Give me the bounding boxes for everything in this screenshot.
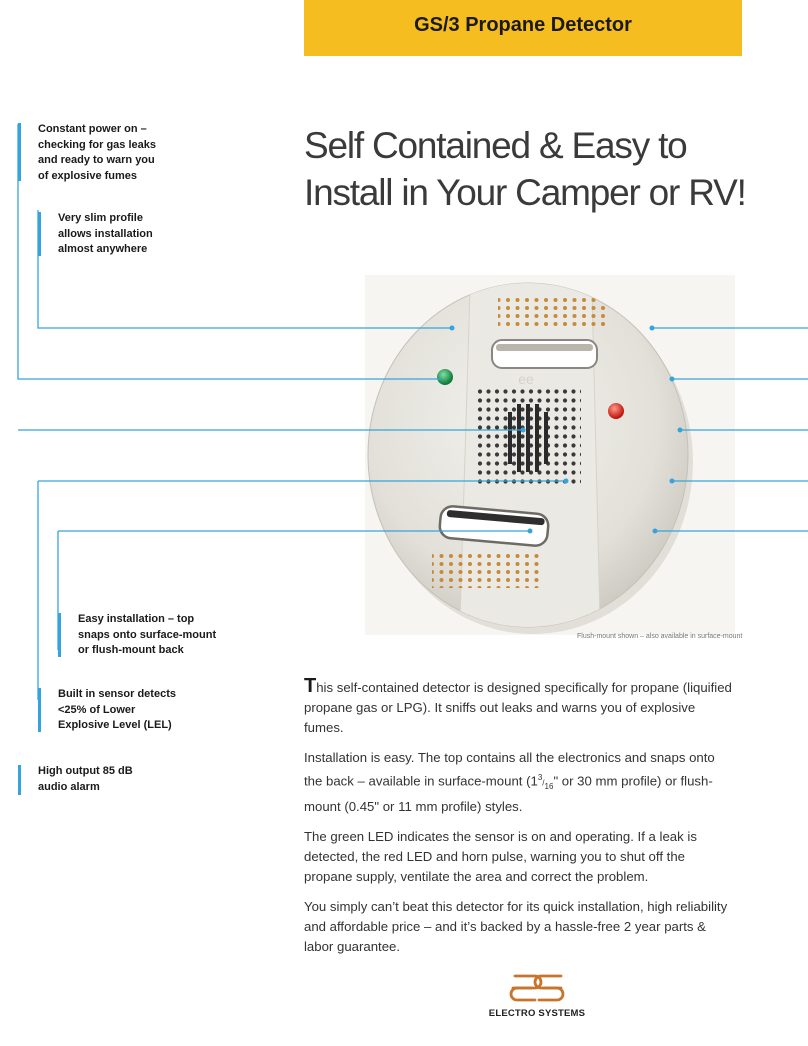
- logo-text: ELECTRO SYSTEMS: [488, 1008, 586, 1019]
- paragraph-text: his self-contained detector is designed …: [304, 680, 732, 735]
- headline: Self Contained & Easy to Install in Your…: [304, 122, 794, 216]
- paragraph-guarantee: You simply can’t beat this detector for …: [304, 899, 728, 955]
- callout-line: audio alarm: [38, 780, 100, 793]
- headline-line-2: Install in Your Camper or RV!: [304, 172, 747, 213]
- svg-text:ee: ee: [518, 371, 534, 387]
- callout-line: or flush-mount back: [78, 644, 184, 656]
- title-banner: GS/3 Propane Detector: [304, 0, 742, 56]
- body-text: This self-contained detector is designed…: [304, 676, 736, 967]
- electro-systems-logo: [509, 974, 565, 1002]
- fraction-denominator: 16: [544, 782, 554, 792]
- paragraph-installation: Installation is easy. The top contains a…: [304, 750, 715, 815]
- green-led-icon: [437, 369, 453, 385]
- paragraph-text: Installation is easy. The top contains a…: [304, 750, 715, 789]
- drop-cap: T: [304, 675, 317, 697]
- callout-easy-installation: Easy installation – top snaps onto surfa…: [58, 612, 217, 659]
- paragraph-led: The green LED indicates the sensor is on…: [304, 829, 697, 885]
- callout-line: snaps onto surface-mount: [78, 628, 217, 641]
- callout-line: Built in sensor detects: [58, 688, 176, 700]
- callout-line: Explosive Level (LEL): [58, 719, 172, 731]
- callout-line: and ready to warn you: [38, 154, 155, 166]
- callout-line: Easy installation – top: [78, 613, 195, 625]
- callout-line: Very slim profile: [58, 212, 143, 224]
- callout-line: Constant power on –: [38, 123, 147, 135]
- paragraph-intro: This self-contained detector is designed…: [304, 676, 736, 738]
- callout-line: checking for gas leaks: [38, 138, 156, 151]
- headline-line-1: Self Contained & Easy to: [304, 125, 688, 166]
- callout-slim-profile: Very slim profile allows installation al…: [38, 211, 153, 258]
- fraction-numerator: 3: [537, 773, 543, 782]
- callout-sensor: Built in sensor detects <25% of Lower Ex…: [38, 687, 176, 734]
- callout-audio-alarm: High output 85 dB audio alarm: [18, 764, 133, 795]
- photo-caption: Flush-mount shown – also available in su…: [577, 633, 743, 640]
- callout-line: High output 85 dB: [38, 765, 133, 777]
- callout-line: allows installation: [58, 227, 153, 240]
- callout-line: <25% of Lower: [58, 703, 136, 716]
- callout-power-on: Constant power on – checking for gas lea…: [18, 122, 156, 184]
- paragraph-text: " or 30 mm profile) or flush-mount (0.45…: [304, 773, 713, 815]
- callout-line: almost anywhere: [58, 243, 148, 255]
- red-led-icon: [608, 403, 624, 419]
- product-title: GS/3 Propane Detector: [414, 14, 632, 36]
- callout-line: of explosive fumes: [38, 169, 138, 182]
